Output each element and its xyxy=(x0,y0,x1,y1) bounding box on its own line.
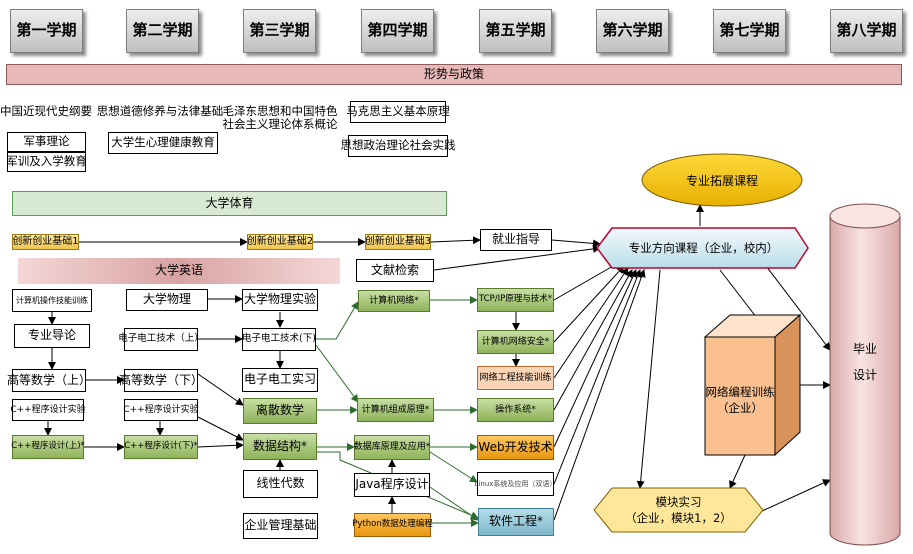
network-training-line1: 网络编程训练 xyxy=(705,385,775,399)
edge-tcpip-direction xyxy=(553,261,621,301)
course-data-structure: 数据结构* xyxy=(243,433,317,460)
edge-neteng-direction xyxy=(553,267,629,379)
semester-6-header: 第六学期 xyxy=(596,9,669,53)
course-management: 企业管理基础 xyxy=(243,513,318,539)
course-military-theory: 军事理论 xyxy=(7,132,86,152)
graduation-cylinder xyxy=(829,216,901,546)
semester-5-header: 第五学期 xyxy=(479,9,552,53)
edge-math2-discrete xyxy=(197,373,244,406)
course-electro-lab: 电子电工实习 xyxy=(242,368,318,392)
course-python: Python数据处理编程 xyxy=(352,513,433,537)
direction-banner xyxy=(596,227,809,269)
semester-8-header: 第八学期 xyxy=(830,9,903,53)
semester-3-header: 第三学期 xyxy=(243,9,316,53)
course-innovation-1: 创新创业基础1 xyxy=(12,234,79,250)
extension-label: 专业拓展课程 xyxy=(685,173,758,188)
course-web: Web开发技术 xyxy=(477,435,554,460)
course-composition: 计算机组成原理* xyxy=(357,398,434,422)
course-electro-2: 电子电工技术(下) xyxy=(242,328,316,351)
course-network-engineering: 网络工程技能训练 xyxy=(477,366,554,390)
edge-electro2-networks xyxy=(316,301,359,340)
graduation-line2: 设计 xyxy=(852,368,877,382)
course-cpp-lab-2: C++程序设计实验 xyxy=(123,399,199,421)
course-linear-algebra: 线性代数 xyxy=(243,470,318,498)
edge-direction-cylinder xyxy=(759,257,831,351)
course-computer-ops: 计算机操作技能训练 xyxy=(12,289,92,312)
semester-2-header: 第二学期 xyxy=(126,9,199,53)
course-physics-lab: 大学物理实验 xyxy=(242,289,318,311)
network-box-side xyxy=(774,313,801,457)
edge-linux-direction xyxy=(553,269,642,485)
edge-cpp2-datastruct xyxy=(197,441,244,450)
graduation-label: 毕业 设计 xyxy=(838,332,892,392)
edge-module-cylinder xyxy=(759,479,831,513)
course-mental-health: 大学生心理健康教育 xyxy=(108,132,218,154)
course-physics: 大学物理 xyxy=(126,289,208,311)
course-innovation-2: 创新创业基础2 xyxy=(247,234,313,250)
edge-database-linux xyxy=(429,451,478,483)
pe-bar: 大学体育 xyxy=(12,191,447,216)
course-employment: 就业指导 xyxy=(480,229,552,251)
course-military-training: 军训及入学教育 xyxy=(6,152,87,172)
network-training-line2: （企业） xyxy=(717,401,763,415)
situation-policy-bar: 形势与政策 xyxy=(6,64,902,85)
course-java: Java程序设计 xyxy=(354,473,430,497)
graduation-line1: 毕业 xyxy=(852,341,877,356)
course-math-1: 高等数学（上） xyxy=(7,369,91,392)
course-database: 数据库原理及应用* xyxy=(354,435,430,460)
course-cpp-2: C++程序设计(下)* xyxy=(124,435,198,459)
edge-cpplab2-datastruct xyxy=(197,416,244,441)
edge-software-direction xyxy=(553,269,646,521)
course-software-engineering: 软件工程* xyxy=(478,508,554,536)
direction-label: 专业方向课程（企业，校内） xyxy=(628,241,779,255)
course-networks: 计算机网络* xyxy=(358,290,430,312)
network-box-front xyxy=(704,336,776,456)
module-label: 模块实习 （企业，模块1，2） xyxy=(612,490,745,530)
course-tcpip: TCP/IP原理与技术* xyxy=(477,288,554,312)
course-marxism: 马克思主义基本原理 xyxy=(346,101,450,123)
course-modern-history: 中国近现代史纲要 xyxy=(0,104,92,119)
edge-direction-module xyxy=(636,269,661,489)
edge-electro2-composition xyxy=(315,344,359,403)
module-line1: 模块实习 xyxy=(655,495,702,509)
semester-4-header: 第四学期 xyxy=(361,9,434,53)
course-os: 操作系统* xyxy=(477,398,554,422)
course-linux: Linux系统及应用（双语） xyxy=(475,472,556,496)
edge-innov3-employ xyxy=(430,236,481,245)
edge-literature-direction xyxy=(433,244,601,271)
module-line2: （企业，模块1，2） xyxy=(625,511,732,525)
edge-security-direction xyxy=(553,265,625,343)
mao-theory-line2: 社会主义理论体系概论 xyxy=(222,117,338,131)
course-intro: 专业导论 xyxy=(14,324,90,348)
edge-employ-direction xyxy=(551,239,601,248)
course-discrete-math: 离散数学 xyxy=(243,398,317,424)
course-network-security: 计算机网络安全* xyxy=(477,330,554,354)
course-ideology-practice: 思想政治理论社会实践 xyxy=(341,135,456,157)
edge-os-direction xyxy=(553,269,633,411)
edge-web-direction xyxy=(553,269,637,448)
course-english: 大学英语 xyxy=(18,258,340,284)
graduation-cylinder-top xyxy=(829,203,901,229)
course-mao-theory: 毛泽东思想和中国特色 社会主义理论体系概论 xyxy=(223,100,338,136)
course-math-2: 高等数学（下） xyxy=(119,369,203,392)
course-electro-1: 电子电工技术（上） xyxy=(118,328,204,351)
course-cpp-lab-1: C++程序设计实验 xyxy=(10,399,86,421)
module-hexagon xyxy=(593,487,764,533)
extension-oval xyxy=(641,153,803,207)
mao-theory-line1: 毛泽东思想和中国特色 xyxy=(222,103,338,118)
course-cpp-1: C++程序设计(上)* xyxy=(11,435,85,459)
course-innovation-3: 创新创业基础3 xyxy=(365,234,431,250)
edge-network-module xyxy=(729,454,746,489)
semester-7-header: 第七学期 xyxy=(713,9,786,53)
semester-1-header: 第一学期 xyxy=(10,9,83,53)
course-literature: 文献检索 xyxy=(356,259,434,282)
network-training-label: 网络编程训练 （企业） xyxy=(705,380,775,420)
course-ethics-law: 思想道德修养与法律基础 xyxy=(96,104,224,119)
